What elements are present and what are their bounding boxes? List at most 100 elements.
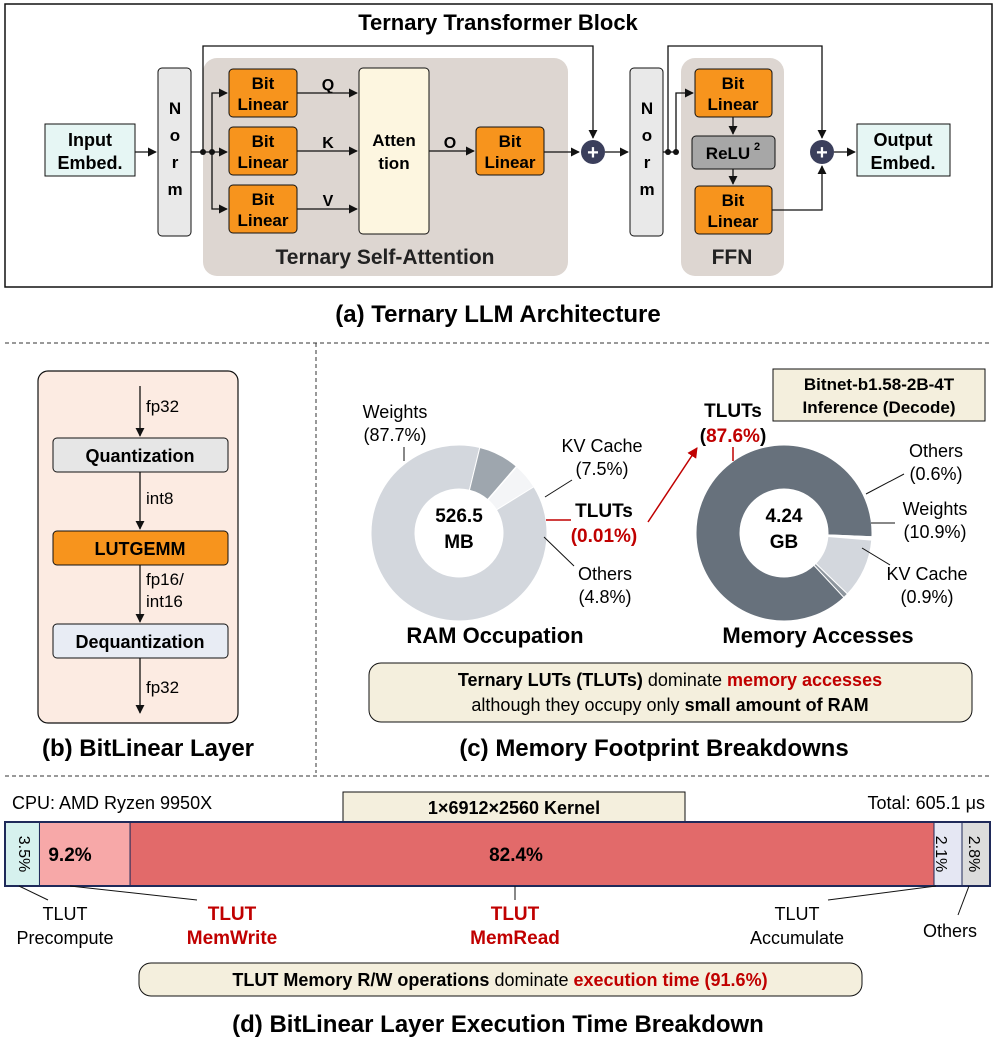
lbl-accumulate-l1: TLUT	[775, 904, 820, 924]
caption-a: (a) Ternary LLM Architecture	[335, 301, 660, 328]
execution-note-box	[138, 962, 863, 997]
lbl-memwrite-l2: MemWrite	[187, 928, 277, 949]
lbl-precompute-l2: Precompute	[16, 928, 113, 948]
b-int8: int8	[146, 489, 173, 508]
attention-l2: tion	[378, 154, 409, 173]
norm-box-1	[157, 67, 192, 237]
mem-slice-kv-cache	[813, 562, 849, 599]
ram-others-leader	[543, 536, 575, 567]
caption-d: (d) BitLinear Layer Execution Time Break…	[232, 1011, 764, 1038]
relu-superscript: 2	[754, 141, 760, 153]
model-box	[772, 368, 986, 422]
lbl-memwrite-l1: TLUT	[208, 904, 257, 925]
lutgemm-text: LUTGEMM	[95, 539, 186, 559]
bit-linear-k-l2: Linear	[237, 153, 288, 172]
seg-label-memwrite: 9.2%	[48, 845, 91, 866]
b-fp16: fp16/	[146, 570, 184, 589]
ram-slice-others	[487, 465, 535, 511]
ffn-label: FFN	[712, 246, 753, 269]
label-k: K	[322, 135, 334, 152]
label-o: O	[444, 135, 456, 152]
input-embed-l1: Input	[68, 130, 112, 150]
model-name: Bitnet-b1.58-2B-4T	[804, 375, 955, 394]
kernel-box	[342, 791, 686, 825]
mem-kv-label: KV Cache	[886, 564, 967, 584]
ram-tluts-label: TLUTs	[575, 501, 633, 522]
seg-label-precompute: 3.5%	[15, 836, 32, 872]
norm2-o: o	[642, 126, 652, 145]
lbl-memread-l2: MemRead	[470, 928, 560, 949]
execution-time-bar	[4, 821, 991, 887]
bit-linear-o-l1: Bit	[499, 132, 522, 151]
input-embed-box	[44, 123, 136, 177]
junction-dots	[200, 149, 679, 155]
relu-text: ReLU	[706, 144, 750, 163]
add-node-1	[581, 140, 605, 164]
memory-pie-chart	[695, 444, 873, 622]
ram-pie-chart	[370, 444, 548, 622]
add-node-2-sign: +	[816, 142, 828, 164]
quantization-text: Quantization	[86, 446, 195, 466]
mem-kv-pct: (0.9%)	[900, 587, 953, 607]
norm1-m: m	[167, 180, 182, 199]
bit-linear-o-l2: Linear	[484, 153, 535, 172]
add-node-1-sign: +	[587, 142, 599, 164]
b-int16: int16	[146, 592, 183, 611]
ffn-bit-linear-2-l2: Linear	[707, 212, 758, 231]
bit-linear-q-l2: Linear	[237, 95, 288, 114]
mem-title: Memory Accesses	[722, 623, 913, 648]
seg-label-accumulate: 2.1%	[932, 836, 949, 872]
mem-tluts-pct: (87.6%)	[700, 426, 767, 447]
ram-center-unit: MB	[444, 532, 474, 553]
ram-center-value: 526.5	[435, 506, 483, 527]
seg-label-others: 2.8%	[965, 836, 982, 872]
bit-linear-k-l1: Bit	[252, 132, 275, 151]
bit-linear-v-l1: Bit	[252, 190, 275, 209]
mem-center-value: 4.24	[766, 506, 803, 527]
ram-others-pct: (4.8%)	[578, 587, 631, 607]
mem-weights-label: Weights	[903, 499, 968, 519]
ram-kv-leader	[544, 479, 573, 498]
mem-tluts-label: TLUTs	[704, 401, 762, 422]
cpu-label: CPU: AMD Ryzen 9950X	[12, 793, 212, 813]
ram-kv-pct: (7.5%)	[575, 459, 628, 479]
output-embed-l1: Output	[874, 130, 933, 150]
mem-center-unit: GB	[770, 532, 799, 553]
lbl-accumulate-l2: Accumulate	[750, 928, 844, 948]
execution-note: TLUT Memory R/W operations dominate exec…	[232, 970, 767, 990]
bar-segment-precompute	[4, 821, 40, 887]
caption-c: (c) Memory Footprint Breakdowns	[459, 735, 848, 762]
bar-segment-memread	[129, 821, 935, 887]
bar-leaders	[18, 885, 970, 916]
lbl-others: Others	[923, 921, 977, 941]
ram-weights-label: Weights	[363, 402, 428, 422]
ffn-bit-linear-1-l2: Linear	[707, 95, 758, 114]
dequantization-text: Dequantization	[76, 632, 205, 652]
norm1-n: N	[169, 99, 181, 118]
model-mode: Inference (Decode)	[802, 398, 955, 417]
mem-weights-pct: (10.9%)	[903, 522, 966, 542]
label-v: V	[323, 193, 334, 210]
kernel-label: 1×6912×2560 Kernel	[428, 798, 600, 818]
lbl-memread-l1: TLUT	[491, 904, 540, 925]
ram-slice-weights	[370, 444, 548, 622]
caption-b: (b) BitLinear Layer	[42, 735, 254, 762]
norm2-n: N	[641, 99, 653, 118]
self-attention-label: Ternary Self-Attention	[276, 246, 495, 269]
norm1-o: o	[170, 126, 180, 145]
ffn-bit-linear-2-l1: Bit	[722, 191, 745, 210]
ram-kv-label: KV Cache	[561, 436, 642, 456]
ram-weights-pct: (87.7%)	[363, 425, 426, 445]
b-fp32-top: fp32	[146, 397, 179, 416]
transformer-block-frame	[4, 3, 993, 288]
memory-note-line2: although they occupy only small amount o…	[471, 695, 868, 715]
memory-note-box	[368, 662, 973, 723]
mem-others-label: Others	[909, 441, 963, 461]
memory-note-line1: Ternary LUTs (TLUTs) dominate memory acc…	[458, 670, 882, 690]
mem-kv-leader	[861, 547, 891, 566]
ram-others-label: Others	[578, 564, 632, 584]
attention-box	[358, 67, 430, 235]
output-embed-box	[856, 123, 951, 177]
